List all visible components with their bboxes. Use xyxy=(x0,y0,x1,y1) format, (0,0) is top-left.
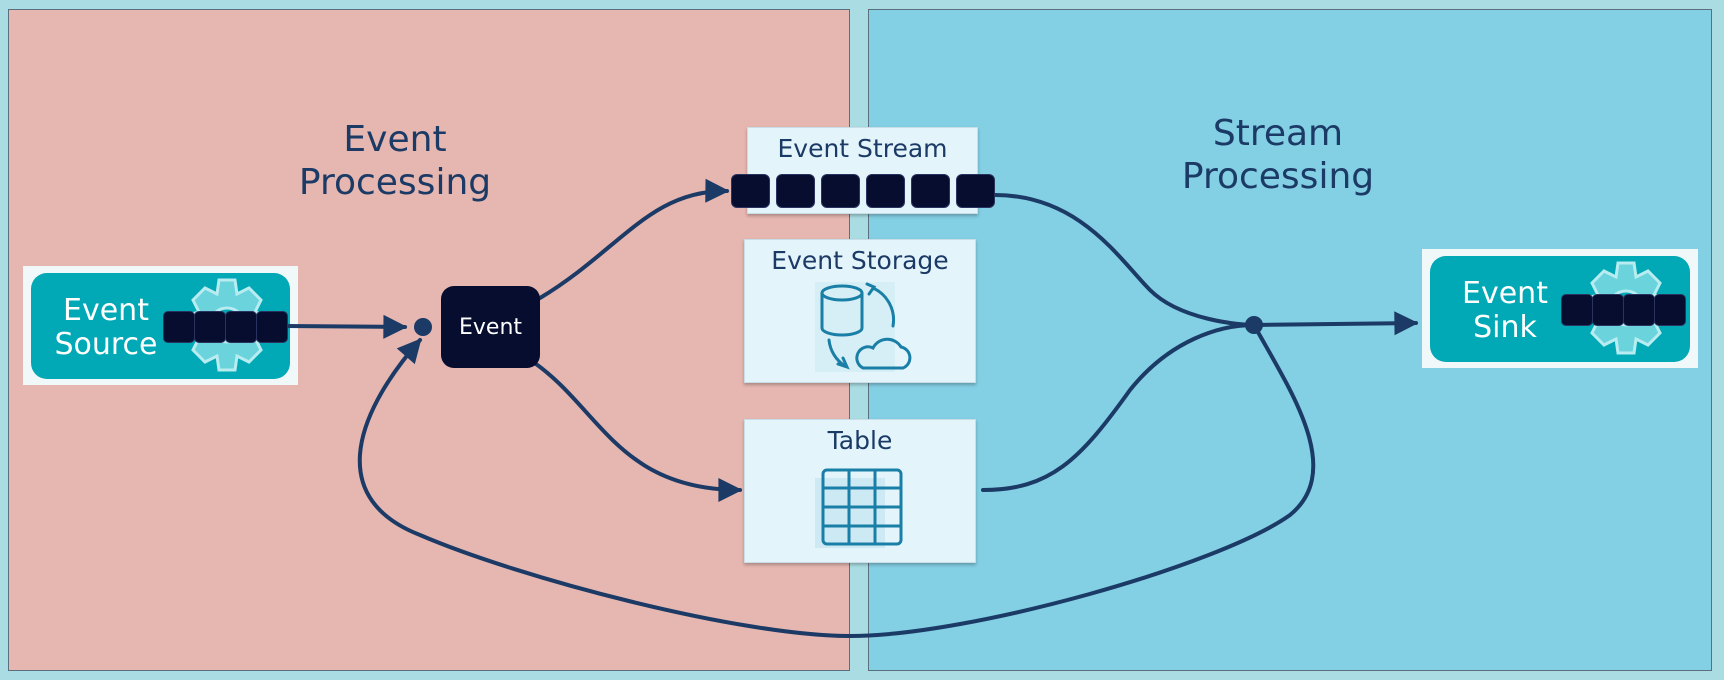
event-source[interactable]: Event Source xyxy=(31,273,290,379)
table-card: Table xyxy=(744,419,976,563)
edge-junction-to-sink xyxy=(1252,311,1419,336)
event-block xyxy=(1592,294,1624,326)
edge-table-to-junction xyxy=(981,323,1256,492)
stream-event-block xyxy=(911,174,950,208)
event-block xyxy=(1654,294,1686,326)
database-cloud-sync-icon xyxy=(815,282,912,372)
event-block xyxy=(225,311,257,343)
junction-right xyxy=(1245,316,1263,334)
event-block xyxy=(194,311,226,343)
junction-left xyxy=(414,318,432,336)
table-label: Table xyxy=(827,426,893,455)
event-source-label: Event Source xyxy=(54,293,158,362)
edge-event-to-table xyxy=(534,362,743,502)
edge-source-to-junction xyxy=(283,314,408,339)
event-storage-card: Event Storage xyxy=(744,239,976,383)
table-grid-icon xyxy=(815,468,903,548)
stream-event-block xyxy=(956,174,995,208)
event-sink-frame: Event Sink xyxy=(1422,249,1698,368)
edge-event-to-stream xyxy=(538,178,730,300)
stream-event-block xyxy=(776,174,815,208)
event-block xyxy=(256,311,288,343)
event-sink-label: Event Sink xyxy=(1462,276,1548,345)
event-node[interactable]: Event xyxy=(441,286,540,368)
stream-processing-title: Stream Processing xyxy=(1181,113,1375,197)
stream-event-block xyxy=(821,174,860,208)
event-block xyxy=(163,311,195,343)
event-block xyxy=(1561,294,1593,326)
stream-event-block xyxy=(866,174,905,208)
event-sink[interactable]: Event Sink xyxy=(1430,256,1690,362)
edge-feedback-loop xyxy=(357,323,1316,639)
edge-stream-to-junction xyxy=(993,193,1256,327)
event-stream-label: Event Stream xyxy=(777,134,948,163)
event-storage-label: Event Storage xyxy=(771,246,949,275)
event-block xyxy=(1623,294,1655,326)
event-processing-title: Event Processing xyxy=(298,119,492,203)
event-label: Event xyxy=(458,314,523,340)
stream-event-block xyxy=(731,174,770,208)
